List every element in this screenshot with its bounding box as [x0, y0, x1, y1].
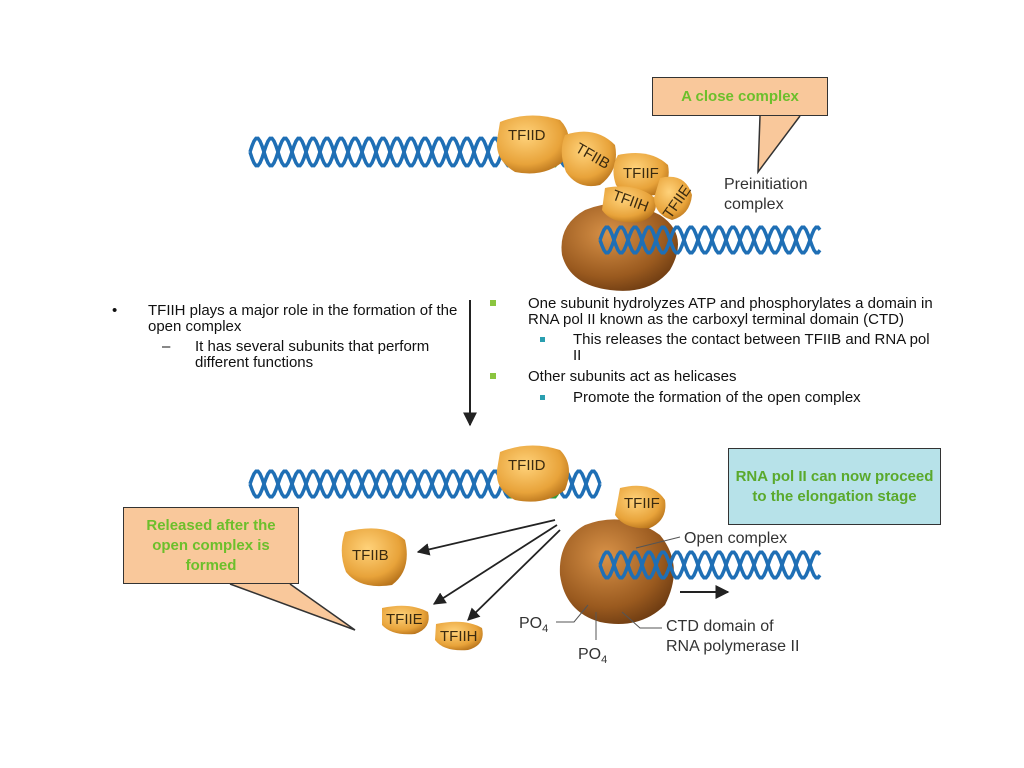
close-complex-callout: A close complex: [652, 77, 828, 116]
top-tfiih: TFIIH: [602, 186, 656, 223]
released-tfiib: TFIIB: [341, 528, 407, 587]
right-bullet-1-sub-text: This releases the contact between TFIIB …: [573, 331, 930, 364]
released-text: Released after the open complex is forme…: [146, 516, 276, 574]
rna-pol-callout: RNA pol II can now proceed to the elonga…: [728, 448, 941, 525]
right-bullet-2: Other subunits act as helicases: [490, 369, 940, 385]
released-callout: Released after the open complex is forme…: [123, 507, 299, 584]
right-bullet-list: One subunit hydrolyzes ATP and phosphory…: [490, 296, 940, 406]
top-tfiif: TFIIF: [613, 152, 669, 197]
bottom-tfiid-label: TFIID: [508, 457, 546, 474]
right-bullet-1-text: One subunit hydrolyzes ATP and phosphory…: [528, 295, 933, 328]
bullet-square-green: [490, 373, 496, 379]
right-bullet-2-text: Other subunits act as helicases: [528, 368, 737, 385]
released-pointer: [229, 583, 356, 631]
po4-label-2: PO4: [578, 646, 607, 666]
right-bullet-2-sub: Promote the formation of the open comple…: [490, 390, 940, 406]
top-tfiid: TFIID: [496, 115, 569, 174]
preinitiation-label-2: complex: [724, 196, 784, 213]
released-tfiib-label: TFIIB: [352, 547, 389, 564]
right-bullet-1: One subunit hydrolyzes ATP and phosphory…: [490, 296, 940, 328]
bullet-dash: –: [162, 338, 171, 355]
open-complex-leader: [635, 536, 681, 549]
top-tfiib: TFIIB: [561, 131, 616, 187]
bullet-square-teal: [540, 395, 545, 400]
top-tfiid-label: TFIID: [508, 127, 546, 144]
open-complex-label: Open complex: [684, 530, 787, 547]
ctd-label-2: RNA polymerase II: [666, 638, 799, 655]
preinitiation-label-1: Preinitiation: [724, 176, 808, 193]
bottom-tfiif-label: TFIIF: [624, 495, 660, 512]
close-complex-pointer: [757, 115, 801, 175]
right-bullet-1-sub: This releases the contact between TFIIB …: [490, 332, 940, 364]
left-bullet-sub-text: It has several subunits that perform dif…: [195, 338, 430, 371]
close-complex-text: A close complex: [681, 87, 799, 105]
left-bullet-list: • TFIIH plays a major role in the format…: [112, 303, 462, 371]
bullet-square-teal: [540, 337, 545, 342]
po4-leaders: [556, 604, 662, 640]
ctd-label-1: CTD domain of: [666, 618, 774, 635]
top-dna-right: [598, 225, 822, 255]
top-tfiie: TFIIE: [654, 176, 695, 222]
rna-pol-text: RNA pol II can now proceed to the elonga…: [735, 467, 934, 505]
bullet-dot: •: [112, 302, 118, 319]
bottom-tfiid: TFIID: [496, 445, 569, 502]
left-bullet-main: • TFIIH plays a major role in the format…: [112, 303, 462, 335]
released-tfiie-label: TFIIE: [386, 611, 423, 628]
right-bullet-2-sub-text: Promote the formation of the open comple…: [573, 389, 861, 406]
released-tfiie: TFIIE: [382, 605, 429, 635]
top-tfiif-label: TFIIF: [623, 165, 659, 182]
bullet-square-green: [490, 300, 496, 306]
released-tfiih: TFIIH: [435, 621, 483, 651]
released-tfiih-label: TFIIH: [440, 628, 478, 645]
left-bullet-sub: – It has several subunits that perform d…: [112, 339, 462, 371]
po4-label-1: PO4: [519, 615, 548, 635]
release-arrows: [416, 519, 561, 621]
bottom-tfiif: TFIIF: [615, 485, 666, 529]
top-polymerase: [561, 203, 678, 291]
bottom-dna-right: [598, 550, 822, 580]
left-bullet-main-text: TFIIH plays a major role in the formatio…: [148, 302, 458, 335]
